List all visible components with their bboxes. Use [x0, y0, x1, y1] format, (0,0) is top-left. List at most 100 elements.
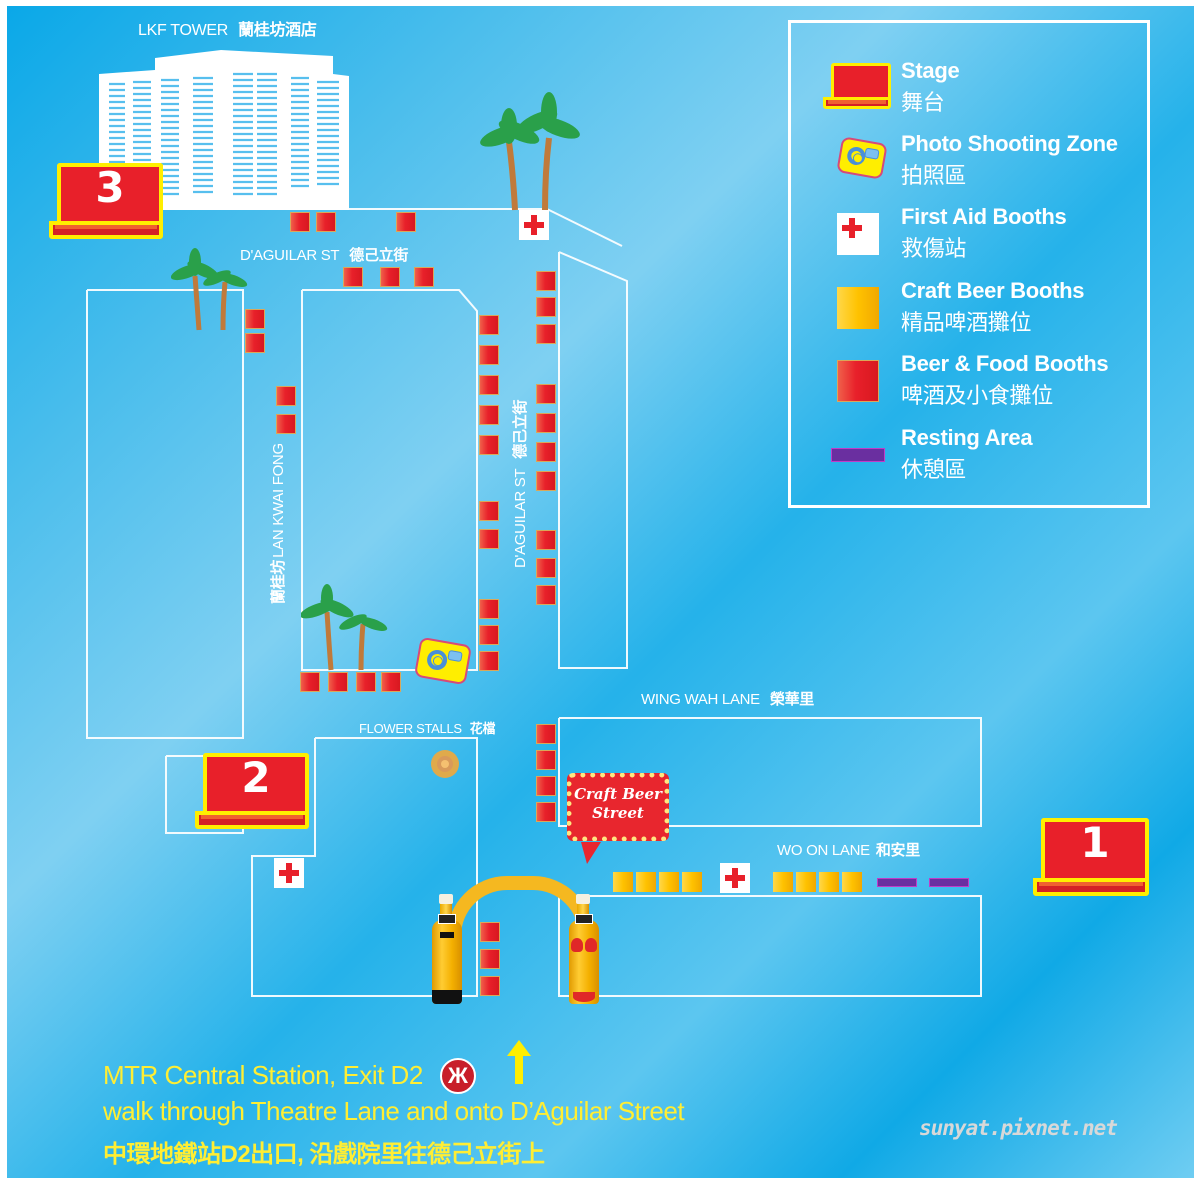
beer-food-booth[interactable] — [536, 297, 556, 317]
stage-platform — [1033, 878, 1149, 896]
legend-label-en: Beer & Food Booths — [901, 351, 1109, 376]
mtr-logo-icon: Ж — [440, 1058, 476, 1094]
beer-food-booth[interactable] — [380, 267, 400, 287]
beer-food-booth[interactable] — [536, 442, 556, 462]
stage-3[interactable]: 3 — [49, 163, 163, 239]
beer-food-booth[interactable] — [245, 333, 265, 353]
daguilar-st-vertical-zh: 德己立街 — [512, 399, 529, 459]
beer-food-booth[interactable] — [536, 724, 556, 744]
wing-wah-lane-label: WING WAH LANE 榮華里 — [641, 688, 814, 709]
wing-wah-lane-en: WING WAH LANE — [641, 691, 760, 708]
stage-icon — [823, 63, 891, 109]
beer-food-booth[interactable] — [381, 672, 401, 692]
legend-label-en: Stage — [901, 58, 960, 83]
craft-beer-booth[interactable] — [636, 872, 656, 892]
craft-beer-booth[interactable] — [819, 872, 839, 892]
beer-food-booth[interactable] — [316, 212, 336, 232]
legend-label-zh: 舞台 — [901, 90, 945, 115]
beer-food-booth[interactable] — [479, 315, 499, 335]
beer-food-booth[interactable] — [480, 949, 500, 969]
beer-bottle-bikini-icon — [567, 894, 599, 1004]
craft-beer-booth[interactable] — [613, 872, 633, 892]
beer-food-booth[interactable] — [479, 529, 499, 549]
stage-1[interactable]: 1 — [1033, 818, 1149, 896]
beer-food-booth[interactable] — [536, 530, 556, 550]
beer-food-booth[interactable] — [479, 599, 499, 619]
stage-number: 3 — [95, 163, 125, 212]
wing-wah-lane-zh: 榮華里 — [769, 691, 814, 708]
legend-label-en: Resting Area — [901, 425, 1033, 450]
daguilar-st-vertical-label: D'AGUILAR ST 德己立街 — [509, 400, 530, 568]
beer-food-booth[interactable] — [536, 776, 556, 796]
craft-beer-sign-tail — [581, 842, 601, 864]
resting-area[interactable] — [877, 878, 917, 887]
legend-label-en: First Aid Booths — [901, 204, 1067, 229]
beer-food-booth[interactable] — [479, 375, 499, 395]
craft-beer-booth[interactable] — [773, 872, 793, 892]
first-aid-booth-top[interactable] — [519, 210, 549, 240]
beer-food-booth[interactable] — [414, 267, 434, 287]
craft-beer-sign-line2: Street — [592, 804, 644, 822]
beer-food-booth[interactable] — [276, 386, 296, 406]
stage-backdrop — [203, 753, 309, 817]
daguilar-st-top-en: D'AGUILAR ST — [240, 247, 340, 264]
craft-beer-booth[interactable] — [842, 872, 862, 892]
beer-food-booth[interactable] — [479, 501, 499, 521]
craft-beer-street-sign[interactable]: Craft Beer Street — [567, 773, 669, 841]
daguilar-st-top-zh: 德己立街 — [349, 247, 409, 264]
bikini-bottom — [573, 992, 595, 1002]
camera-flash — [447, 649, 463, 663]
beer-food-booth[interactable] — [536, 585, 556, 605]
legend-label-zh: 拍照區 — [901, 163, 967, 188]
beer-food-booth[interactable] — [536, 750, 556, 770]
beer-food-booth[interactable] — [290, 212, 310, 232]
stage-platform — [195, 811, 309, 829]
beer-food-booth[interactable] — [343, 267, 363, 287]
beer-food-booth[interactable] — [536, 324, 556, 344]
beer-food-booth[interactable] — [479, 651, 499, 671]
first-aid-booth-left[interactable] — [274, 858, 304, 888]
camera-icon — [836, 136, 888, 180]
beer-food-booth[interactable] — [536, 471, 556, 491]
beer-food-booth[interactable] — [245, 309, 265, 329]
lan-kwai-fong-label: 蘭桂坊LAN KWAI FONG — [267, 443, 288, 604]
beer-food-booth[interactable] — [300, 672, 320, 692]
stage-2[interactable]: 2 — [195, 753, 309, 829]
lkf-tower-label-zh: 蘭桂坊酒店 — [238, 22, 317, 39]
beer-food-booth[interactable] — [396, 212, 416, 232]
legend-label-zh: 啤酒及小食攤位 — [901, 383, 1053, 408]
wo-on-lane-en: WO ON LANE — [777, 842, 870, 859]
stage-platform — [49, 221, 163, 239]
beer-food-booth[interactable] — [479, 625, 499, 645]
bikini-top-right — [585, 938, 597, 952]
beer-food-booth[interactable] — [479, 435, 499, 455]
beer-food-booth[interactable] — [479, 345, 499, 365]
street-outlines — [86, 208, 982, 997]
beer-food-booth[interactable] — [356, 672, 376, 692]
legend-label-zh: 救傷站 — [901, 236, 967, 261]
beer-food-booth[interactable] — [479, 405, 499, 425]
beer-food-booth[interactable] — [328, 672, 348, 692]
legend-label-zh: 精品啤酒攤位 — [901, 310, 1032, 335]
resting-area[interactable] — [929, 878, 969, 887]
daguilar-st-vertical-en: D'AGUILAR ST — [512, 468, 529, 568]
palm-tree-icon — [301, 584, 388, 671]
craft-beer-booth[interactable] — [659, 872, 679, 892]
beer-food-booth[interactable] — [536, 271, 556, 291]
craft-beer-booth[interactable] — [682, 872, 702, 892]
beer-food-booth[interactable] — [536, 558, 556, 578]
first-aid-icon — [837, 213, 879, 255]
beer-food-booth[interactable] — [536, 802, 556, 822]
beer-food-booth[interactable] — [536, 384, 556, 404]
bowtie — [440, 932, 454, 938]
beer-food-booth[interactable] — [480, 976, 500, 996]
first-aid-booth-wo-on-lane[interactable] — [720, 863, 750, 893]
craft-beer-booth[interactable] — [796, 872, 816, 892]
beer-food-booth[interactable] — [536, 413, 556, 433]
beer-food-booth[interactable] — [276, 414, 296, 434]
beer-bottle-bowtie-icon — [430, 894, 462, 1004]
